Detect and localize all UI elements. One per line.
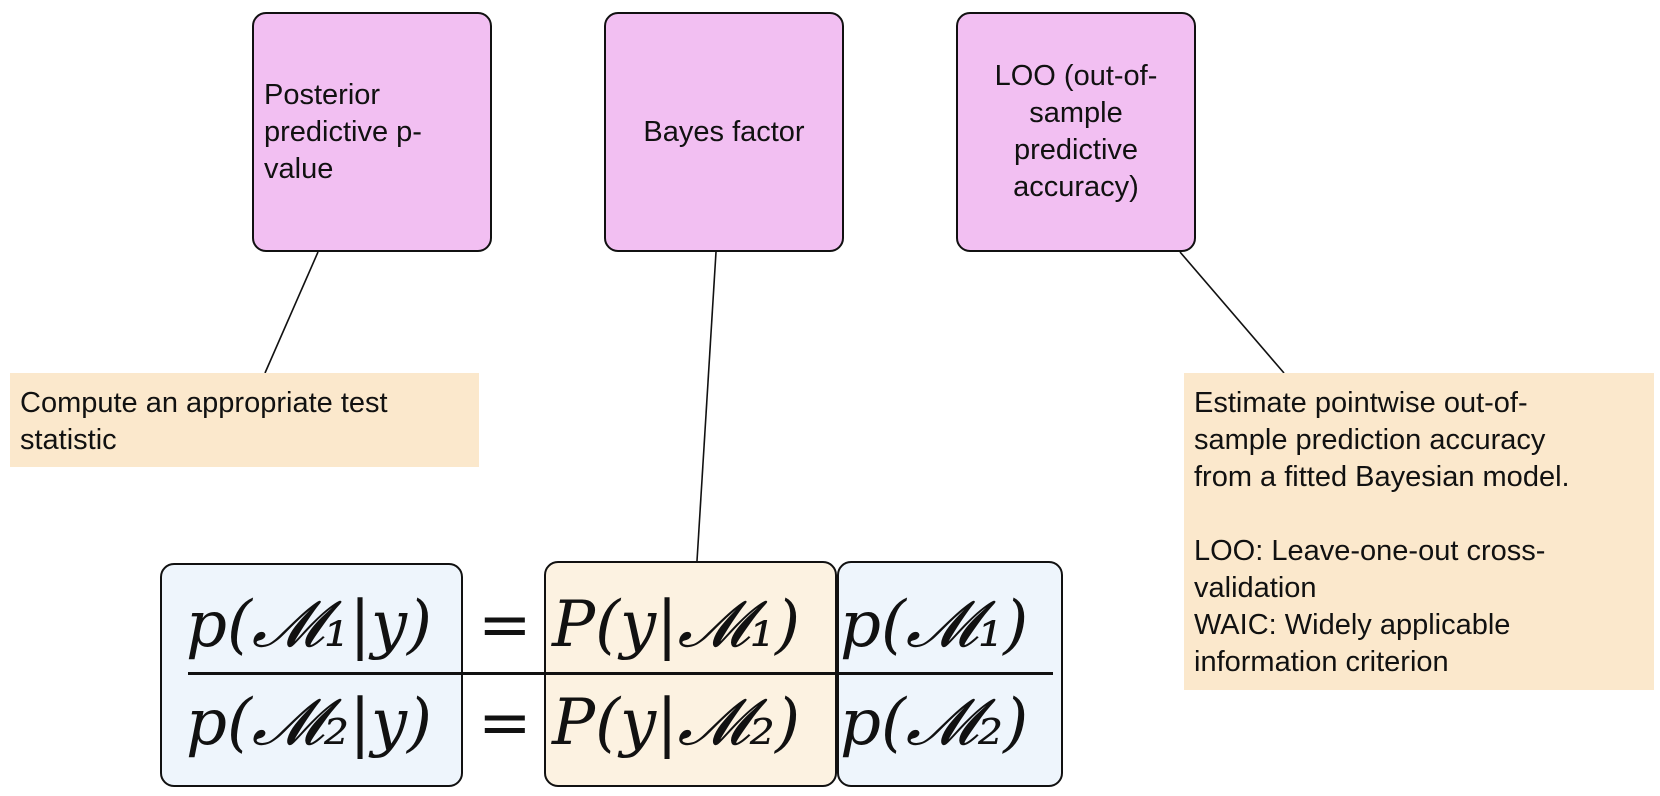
equation-denominator-prior: p(𝓜₂): [840, 686, 1029, 760]
note-line: statistic: [20, 424, 117, 456]
connector-bayes-factor-to-equation: [696, 251, 717, 562]
concept-label: Posterior predictive p- value: [264, 77, 422, 188]
note-test-statistic: Compute an appropriate test statistic: [10, 373, 479, 467]
concept-label-line: sample: [1029, 97, 1123, 129]
posterior-odds-box: [160, 563, 463, 787]
concept-label-line: Posterior: [264, 78, 381, 111]
note-line: Estimate pointwise out-of-: [1194, 387, 1528, 419]
concept-loo: LOO (out-of- sample predictive accuracy): [956, 12, 1196, 252]
note-line: sample prediction accuracy: [1194, 424, 1546, 456]
note-line: [1194, 496, 1644, 533]
note-line: information criterion: [1194, 646, 1449, 678]
note-line: WAIC: Widely applicable: [1194, 609, 1511, 641]
concept-label-line: value: [264, 152, 334, 185]
concept-label: Bayes factor: [643, 114, 804, 151]
concept-posterior-predictive-p-value: Posterior predictive p- value: [252, 12, 492, 252]
concept-label-line: predictive p-: [264, 115, 422, 148]
equation-numerator-likelihood: P(y|𝓜₁): [552, 588, 801, 662]
equation-numerator-posterior: p(𝓜₁|y): [186, 588, 432, 662]
note-loo-waic: Estimate pointwise out-of- sample predic…: [1184, 373, 1654, 690]
note-line: from a fitted Bayesian model.: [1194, 461, 1570, 493]
concept-label-line: LOO (out-of-: [994, 60, 1158, 92]
equation-numerator-prior: p(𝓜₁): [840, 588, 1029, 662]
concept-label: LOO (out-of- sample predictive accuracy): [995, 58, 1158, 206]
concept-label-line: accuracy): [1013, 171, 1139, 203]
equation-equals-bottom: =: [478, 686, 532, 760]
note-line: LOO: Leave-one-out cross-: [1194, 535, 1546, 567]
connector-loo-to-note: [1179, 251, 1285, 374]
concept-label-line: predictive: [1013, 134, 1139, 166]
equation-denominator-posterior: p(𝓜₂|y): [186, 686, 432, 760]
concept-label-line: Bayes factor: [643, 115, 805, 148]
connector-ppp-to-test-statistic: [264, 251, 319, 374]
note-line: validation: [1194, 572, 1317, 604]
note-line: Compute an appropriate test: [20, 387, 388, 419]
concept-bayes-factor: Bayes factor: [604, 12, 844, 252]
equation-denominator-likelihood: P(y|𝓜₂): [552, 686, 801, 760]
fraction-bar: [188, 672, 1053, 675]
equation-equals-top: =: [478, 588, 532, 662]
